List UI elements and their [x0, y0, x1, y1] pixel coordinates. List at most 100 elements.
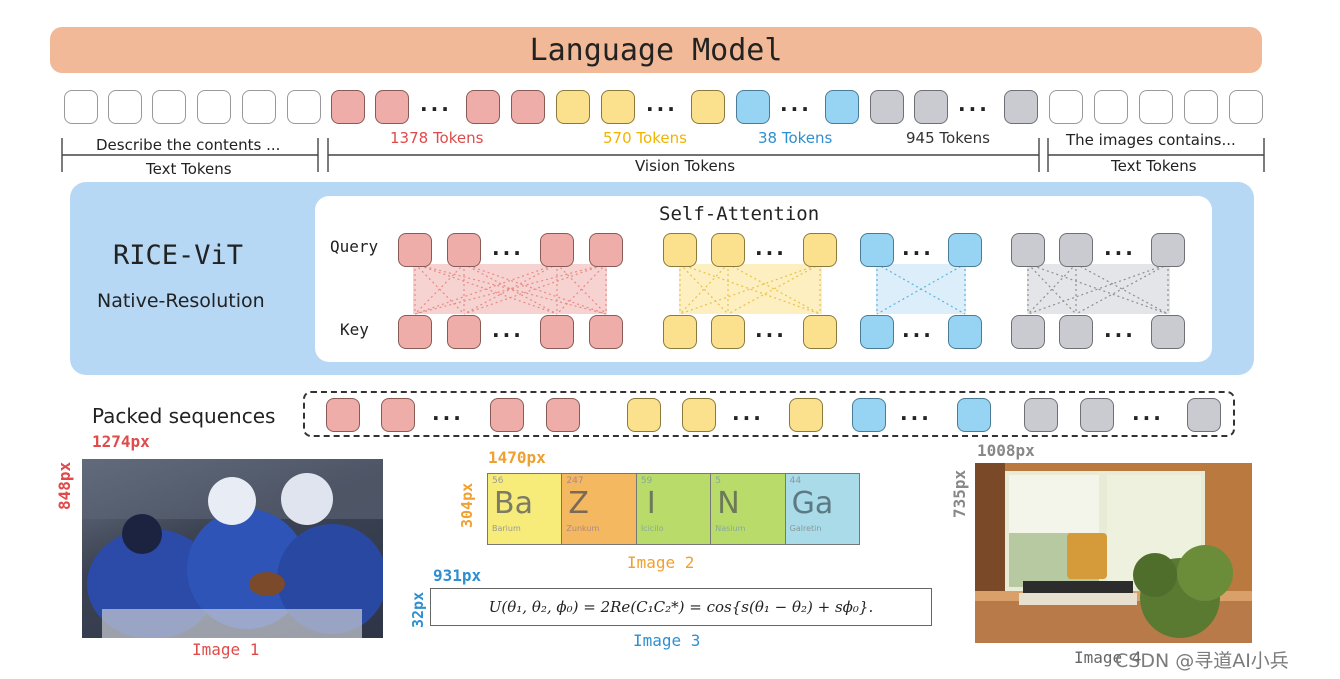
text-token: [1049, 90, 1083, 124]
key-token-blue: [860, 315, 894, 349]
packed-token-gray: [1187, 398, 1221, 432]
gray-token-count: 945 Tokens: [906, 129, 990, 147]
ellipsis: ...: [755, 236, 787, 260]
image4-caption: Image 4: [1074, 648, 1142, 667]
watermark-text: CSDN @寻道AI小兵: [1115, 650, 1289, 672]
text-token: [197, 90, 231, 124]
text-token: [1139, 90, 1173, 124]
key-token-gray: [1059, 315, 1093, 349]
packed-token-blue: [852, 398, 886, 432]
text-token: [108, 90, 142, 124]
key-token-gray: [1011, 315, 1045, 349]
vision-token-blue: [736, 90, 770, 124]
image1-width-label: 1274px: [92, 432, 150, 451]
packed-token-yellow: [627, 398, 661, 432]
image1-football-photo: [82, 459, 383, 638]
query-token-red: [447, 233, 481, 267]
ellipsis: ...: [900, 401, 932, 425]
vision-token-gray: [914, 90, 948, 124]
image2-width-label: 1470px: [488, 448, 546, 467]
packed-token-yellow: [789, 398, 823, 432]
packed-token-red: [381, 398, 415, 432]
token-group-brackets: [61, 138, 1265, 172]
query-token-gray: [1011, 233, 1045, 267]
image3-formula: U(θ₁, θ₂, ϕ₀) = 2Re(C₁C₂*) = cos{s(θ₁ − …: [430, 588, 932, 626]
image1-height-label: 848px: [55, 461, 74, 510]
query-token-red: [589, 233, 623, 267]
attention-connections: [413, 263, 1170, 315]
element-symbol: Z: [568, 486, 589, 521]
text-token: [1229, 90, 1263, 124]
packed-token-gray: [1024, 398, 1058, 432]
red-token-count: 1378 Tokens: [390, 129, 484, 147]
packed-token-gray: [1080, 398, 1114, 432]
vision-token-yellow: [691, 90, 725, 124]
image2-height-label: 304px: [458, 482, 476, 528]
packed-token-red: [490, 398, 524, 432]
vision-token-yellow: [556, 90, 590, 124]
ellipsis: ...: [1132, 401, 1164, 425]
key-token-red: [447, 315, 481, 349]
ellipsis: ...: [1104, 318, 1136, 342]
token-sequence: ... ... ... ...: [0, 0, 1340, 180]
query-token-red: [398, 233, 432, 267]
vision-token-red: [331, 90, 365, 124]
query-token-red: [540, 233, 574, 267]
self-attention-title: Self-Attention: [659, 203, 820, 225]
vision-token-red: [466, 90, 500, 124]
query-token-gray: [1151, 233, 1185, 267]
query-token-yellow: [711, 233, 745, 267]
vision-token-gray: [870, 90, 904, 124]
left-text-prompt: Describe the contents ...: [96, 136, 281, 154]
image3-height-label: 32px: [409, 591, 427, 628]
query-token-blue: [860, 233, 894, 267]
image3-width-label: 931px: [433, 566, 482, 585]
element-symbol: N: [717, 486, 740, 521]
ellipsis: ...: [958, 92, 990, 116]
ellipsis: ...: [732, 401, 764, 425]
text-token: [1094, 90, 1128, 124]
ellipsis: ...: [755, 318, 787, 342]
right-text-prompt: The images contains...: [1066, 131, 1236, 149]
ellipsis: ...: [646, 92, 678, 116]
language-model-bar: Language Model: [50, 27, 1262, 73]
packed-token-blue: [957, 398, 991, 432]
element-card: 247 Z Zunkum: [562, 474, 637, 544]
right-text-group-label: Text Tokens: [1111, 157, 1197, 175]
packed-token-red: [326, 398, 360, 432]
text-token: [64, 90, 98, 124]
image4-width-label: 1008px: [977, 441, 1035, 460]
key-token-red: [540, 315, 574, 349]
ellipsis: ...: [902, 236, 934, 260]
text-token: [1184, 90, 1218, 124]
left-text-group-label: Text Tokens: [146, 160, 232, 178]
element-name: Barium: [492, 524, 521, 533]
query-token-blue: [948, 233, 982, 267]
element-card: 44 Ga Galretin: [785, 474, 860, 544]
key-token-blue: [948, 315, 982, 349]
image2-periodic-table: 56 Ba Barium 247 Z Zunkum 59 I Icicilo 5…: [487, 473, 860, 545]
query-token-gray: [1059, 233, 1093, 267]
element-card: 56 Ba Barium: [488, 474, 563, 544]
formula-text: U(θ₁, θ₂, ϕ₀) = 2Re(C₁C₂*) = cos{s(θ₁ − …: [488, 598, 874, 616]
ellipsis: ...: [492, 318, 524, 342]
element-symbol: Ga: [791, 486, 834, 521]
element-symbol: Ba: [494, 486, 533, 521]
key-token-red: [589, 315, 623, 349]
packed-token-red: [546, 398, 580, 432]
ellipsis: ...: [902, 318, 934, 342]
element-number: 56: [492, 476, 504, 486]
element-card: 5 N Nasium: [711, 474, 786, 544]
vision-token-gray: [1004, 90, 1038, 124]
text-token: [287, 90, 321, 124]
packed-sequences-box: [303, 391, 1235, 437]
ellipsis: ...: [492, 236, 524, 260]
key-token-red: [398, 315, 432, 349]
element-number: 44: [789, 476, 802, 486]
yellow-token-count: 570 Tokens: [603, 129, 687, 147]
element-name: Icicilo: [640, 524, 664, 533]
query-token-yellow: [663, 233, 697, 267]
image4-height-label: 735px: [950, 469, 969, 518]
key-token-gray: [1151, 315, 1185, 349]
vision-token-red: [511, 90, 545, 124]
